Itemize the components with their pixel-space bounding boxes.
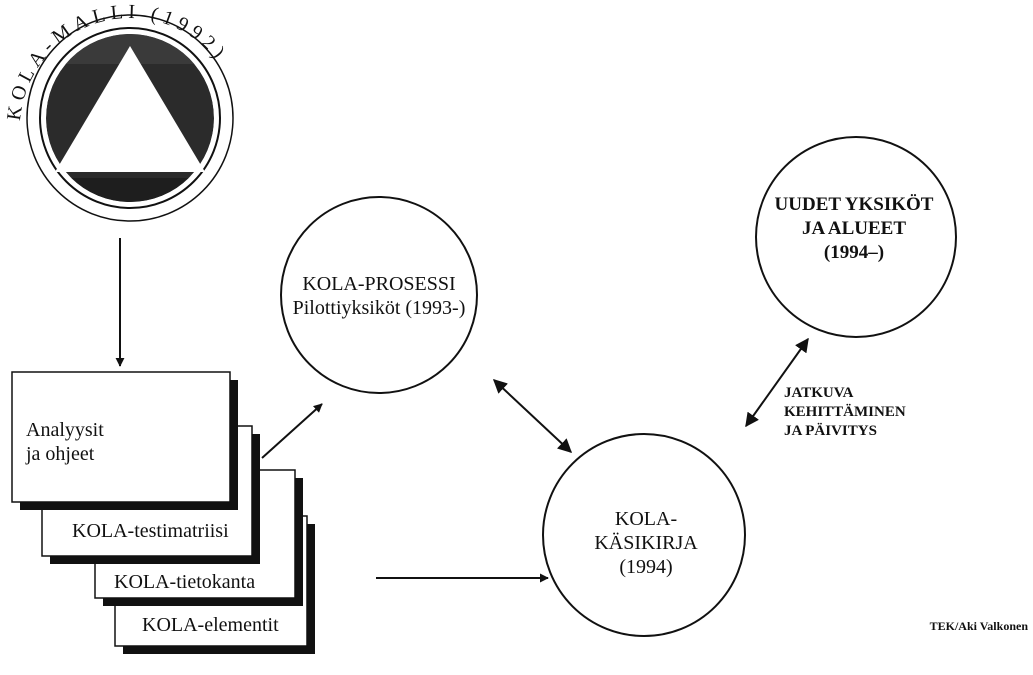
card-analyysit: Analyysit ja ohjeet <box>11 371 238 510</box>
annotation-line2: KEHITTÄMINEN <box>784 404 906 420</box>
prosessi-title: KOLA-PROSESSI <box>302 273 455 295</box>
card-stack: KOLA-elementit KOLA-tietokanta KOLA-test… <box>11 371 315 654</box>
card-analyysit-line2: ja ohjeet <box>25 443 95 465</box>
card-kola-elementit-label: KOLA-elementit <box>142 614 279 636</box>
card-kola-testimatriisi-label: KOLA-testimatriisi <box>72 520 229 542</box>
prosessi-subtitle: Pilottiyksiköt (1993-) <box>293 297 466 319</box>
kasikirja-line2: KÄSIKIRJA <box>594 531 698 554</box>
credit-text: TEK/Aki Valkonen <box>930 619 1029 633</box>
kasikirja-line3: (1994) <box>619 556 672 578</box>
uudet-line2: JA ALUEET <box>802 218 906 239</box>
annotation-line1: JATKUVA <box>784 385 854 401</box>
uudet-line3: (1994–) <box>824 242 884 263</box>
circle-kola-prosessi: KOLA-PROSESSI Pilottiyksiköt (1993-) <box>280 196 478 394</box>
kasikirja-line1: KOLA- <box>615 508 677 530</box>
arrow-stack-to-prosessi <box>261 403 323 459</box>
circle-uudet-yksikot: UUDET YKSIKÖT JA ALUEET (1994–) <box>755 136 957 338</box>
logo-outer-ring <box>26 14 234 222</box>
arrow-prosessi-kasikirja <box>492 379 573 453</box>
annotation-jatkuva: JATKUVA KEHITTÄMINEN JA PÄIVITYS <box>784 385 906 439</box>
circle-kola-kasikirja: KOLA- KÄSIKIRJA (1994) <box>542 433 746 637</box>
annotation-line3: JA PÄIVITYS <box>784 423 877 439</box>
kola-malli-logo: KOLA-MALLI (1992) <box>3 1 234 222</box>
card-kola-tietokanta-label: KOLA-tietokanta <box>114 571 255 593</box>
card-analyysit-line1: Analyysit <box>26 419 104 441</box>
logo-inner-ring <box>39 27 221 209</box>
uudet-line1: UUDET YKSIKÖT <box>775 194 934 215</box>
logo-triangle <box>55 46 205 172</box>
arrow-kasikirja-uudet <box>745 337 809 428</box>
